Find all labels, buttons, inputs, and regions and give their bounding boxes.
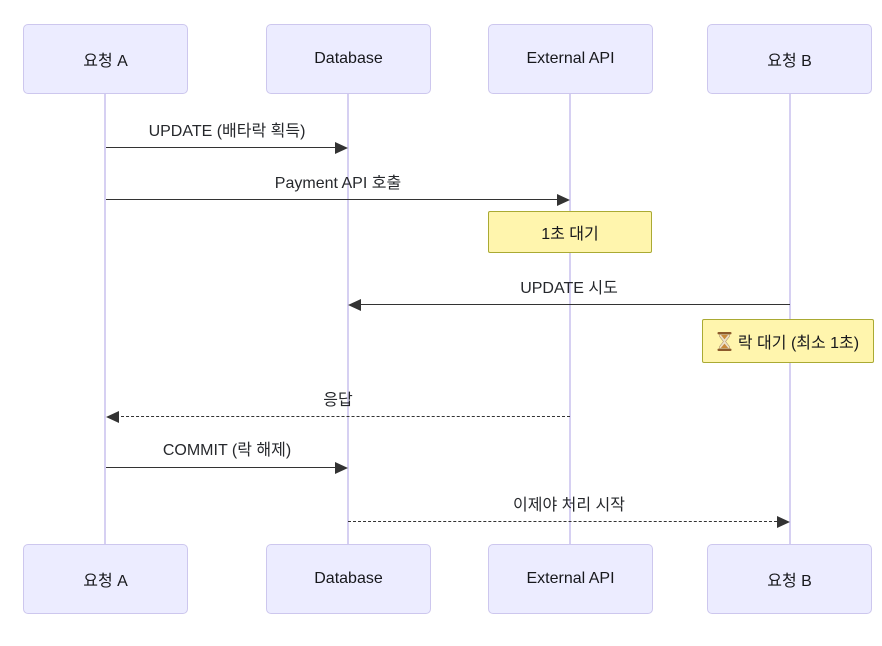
message-label: UPDATE 시도	[520, 280, 618, 297]
arrowhead	[335, 142, 348, 154]
actor-top-request-b: 요청 B	[707, 24, 872, 94]
actor-top-database: Database	[266, 24, 431, 94]
actor-bottom-external-api: External API	[488, 544, 653, 614]
lifeline-request-a	[104, 94, 106, 544]
message-label: 응답	[323, 392, 353, 409]
lifeline-external-api	[569, 94, 571, 544]
message-label: Payment API 호출	[274, 175, 402, 192]
message-line	[106, 467, 338, 468]
message-line	[106, 199, 560, 200]
arrowhead	[348, 299, 361, 311]
message-line	[106, 147, 338, 148]
note-wait-1s: 1초 대기	[488, 211, 652, 253]
message-label: 이제야 처리 시작	[513, 497, 625, 514]
note-lock-wait: 락 대기 (최소 1초)	[702, 319, 874, 363]
actor-bottom-database: Database	[266, 544, 431, 614]
message-label: COMMIT (락 해제)	[162, 442, 292, 459]
actor-top-external-api: External API	[488, 24, 653, 94]
message-line	[358, 304, 790, 305]
hourglass-icon	[717, 331, 732, 351]
lifeline-database	[347, 94, 349, 544]
note-label: 락 대기 (최소 1초)	[737, 335, 860, 352]
arrowhead	[557, 194, 570, 206]
arrowhead	[106, 411, 119, 423]
arrowhead	[335, 462, 348, 474]
arrowhead	[777, 516, 790, 528]
message-label: UPDATE (배타락 획득)	[148, 123, 306, 140]
message-line	[116, 416, 570, 417]
note-label: 1초 대기	[541, 226, 599, 243]
actor-bottom-request-b: 요청 B	[707, 544, 872, 614]
actor-bottom-request-a: 요청 A	[23, 544, 188, 614]
message-line	[348, 521, 777, 522]
actor-top-request-a: 요청 A	[23, 24, 188, 94]
